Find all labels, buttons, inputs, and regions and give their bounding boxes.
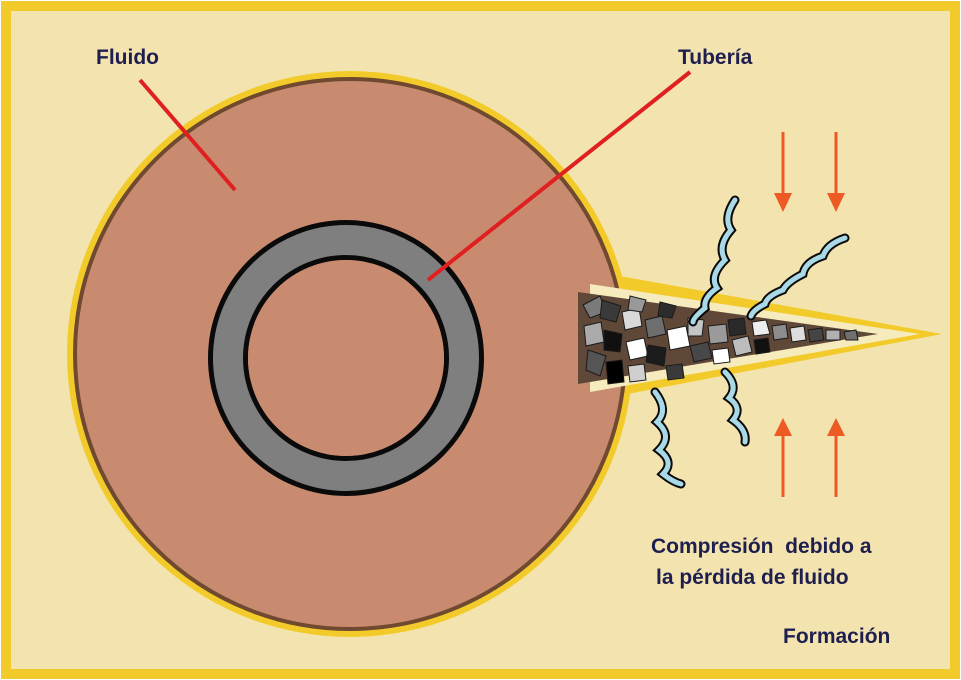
- formation-label: Formación: [783, 625, 890, 648]
- pipe-bore: [248, 260, 444, 456]
- compression-label-line1: Compresión debido a: [651, 535, 872, 558]
- pipe-label: Tubería: [678, 46, 753, 69]
- compression-label-line2: la pérdida de fluido: [656, 566, 849, 589]
- fluid-label: Fluido: [96, 46, 159, 69]
